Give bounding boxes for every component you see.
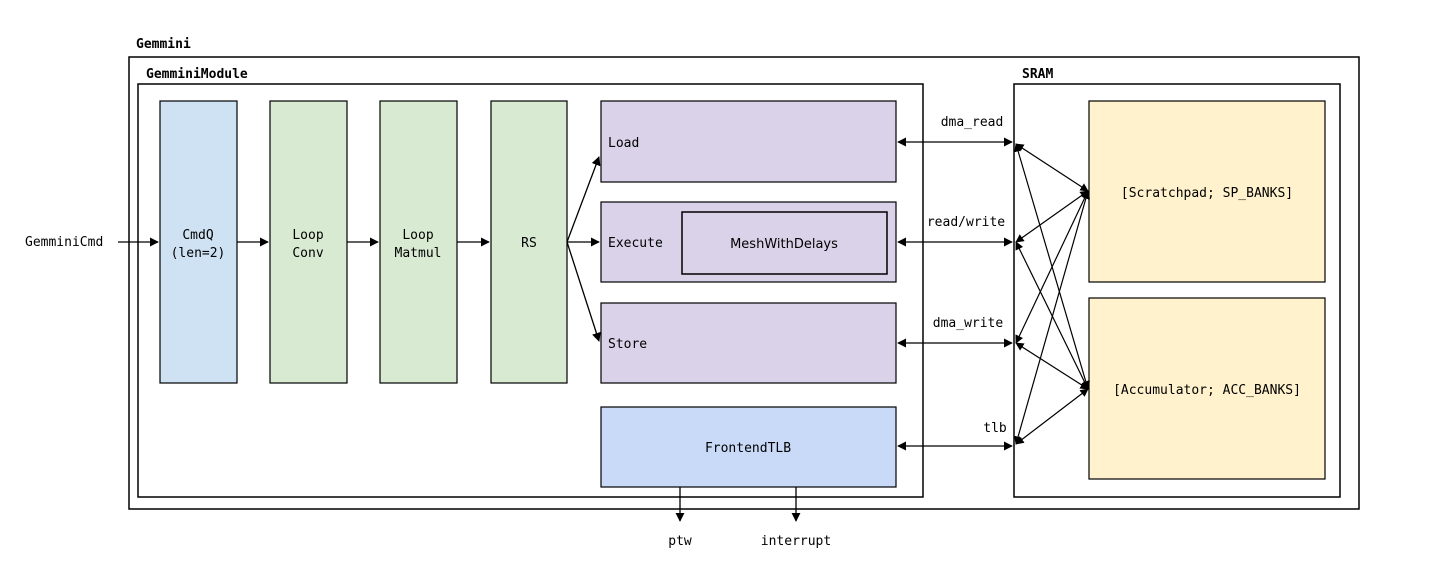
- rs-label: RS: [521, 236, 537, 251]
- gemmini-module-title: GemminiModule: [146, 67, 248, 82]
- crossbar-tlb-accumulator: [1015, 388, 1089, 445]
- frontend-tlb-label: FrontendTLB: [705, 441, 791, 456]
- crossbar-readwrite-scratchpad: [1015, 190, 1089, 243]
- interrupt-label: interrupt: [761, 534, 831, 549]
- cmdq-label-line1: CmdQ: [182, 228, 213, 243]
- sram-container: [1013, 83, 1341, 498]
- gemmini-module-container: [137, 83, 924, 498]
- cmdq-label-line2: (len=2): [171, 246, 226, 261]
- store-controller: [600, 302, 897, 384]
- tlb-label: tlb: [983, 421, 1007, 436]
- rs-to-load-arrow: [566, 156, 601, 243]
- load-controller: [600, 100, 897, 183]
- scratchpad-label: [Scratchpad; SP_BANKS]: [1121, 186, 1293, 201]
- gemmini-container: [128, 56, 1360, 510]
- dma-write-label: dma_write: [933, 316, 1004, 331]
- crossbar-dmaread-scratchpad: [1015, 143, 1089, 192]
- scratchpad-banks: [1088, 100, 1326, 283]
- loop-conv-label-line2: Conv: [292, 246, 323, 261]
- loop-matmul-label-line2: Matmul: [395, 246, 442, 261]
- crossbar-dmawrite-scratchpad: [1015, 190, 1089, 344]
- rs-to-store-arrow: [566, 241, 601, 342]
- ptw-label: ptw: [668, 534, 692, 549]
- sram-title: SRAM: [1022, 67, 1053, 82]
- read-write-label: read/write: [927, 215, 1005, 230]
- frontend-tlb-block: [600, 406, 897, 488]
- mesh-with-delays-label: MeshWithDelays: [730, 237, 838, 252]
- accumulator-label: [Accumulator; ACC_BANKS]: [1113, 383, 1301, 398]
- cmdq-block: [159, 100, 238, 384]
- execute-label: Execute: [608, 236, 663, 251]
- loop-matmul-block: [379, 100, 458, 384]
- load-label: Load: [608, 136, 639, 151]
- store-label: Store: [608, 337, 647, 352]
- gemmini-cmd-label: GemminiCmd: [25, 235, 103, 250]
- mesh-with-delays-block: [681, 211, 888, 275]
- loop-conv-label-line1: Loop: [292, 228, 323, 243]
- gemmini-title: Gemmini: [136, 37, 191, 52]
- crossbar-tlb-scratchpad: [1014, 190, 1090, 445]
- loop-matmul-label-line1: Loop: [402, 228, 433, 243]
- sram-crossbar: [1014, 143, 1090, 445]
- dma-read-label: dma_read: [941, 115, 1004, 130]
- accumulator-banks: [1088, 297, 1326, 480]
